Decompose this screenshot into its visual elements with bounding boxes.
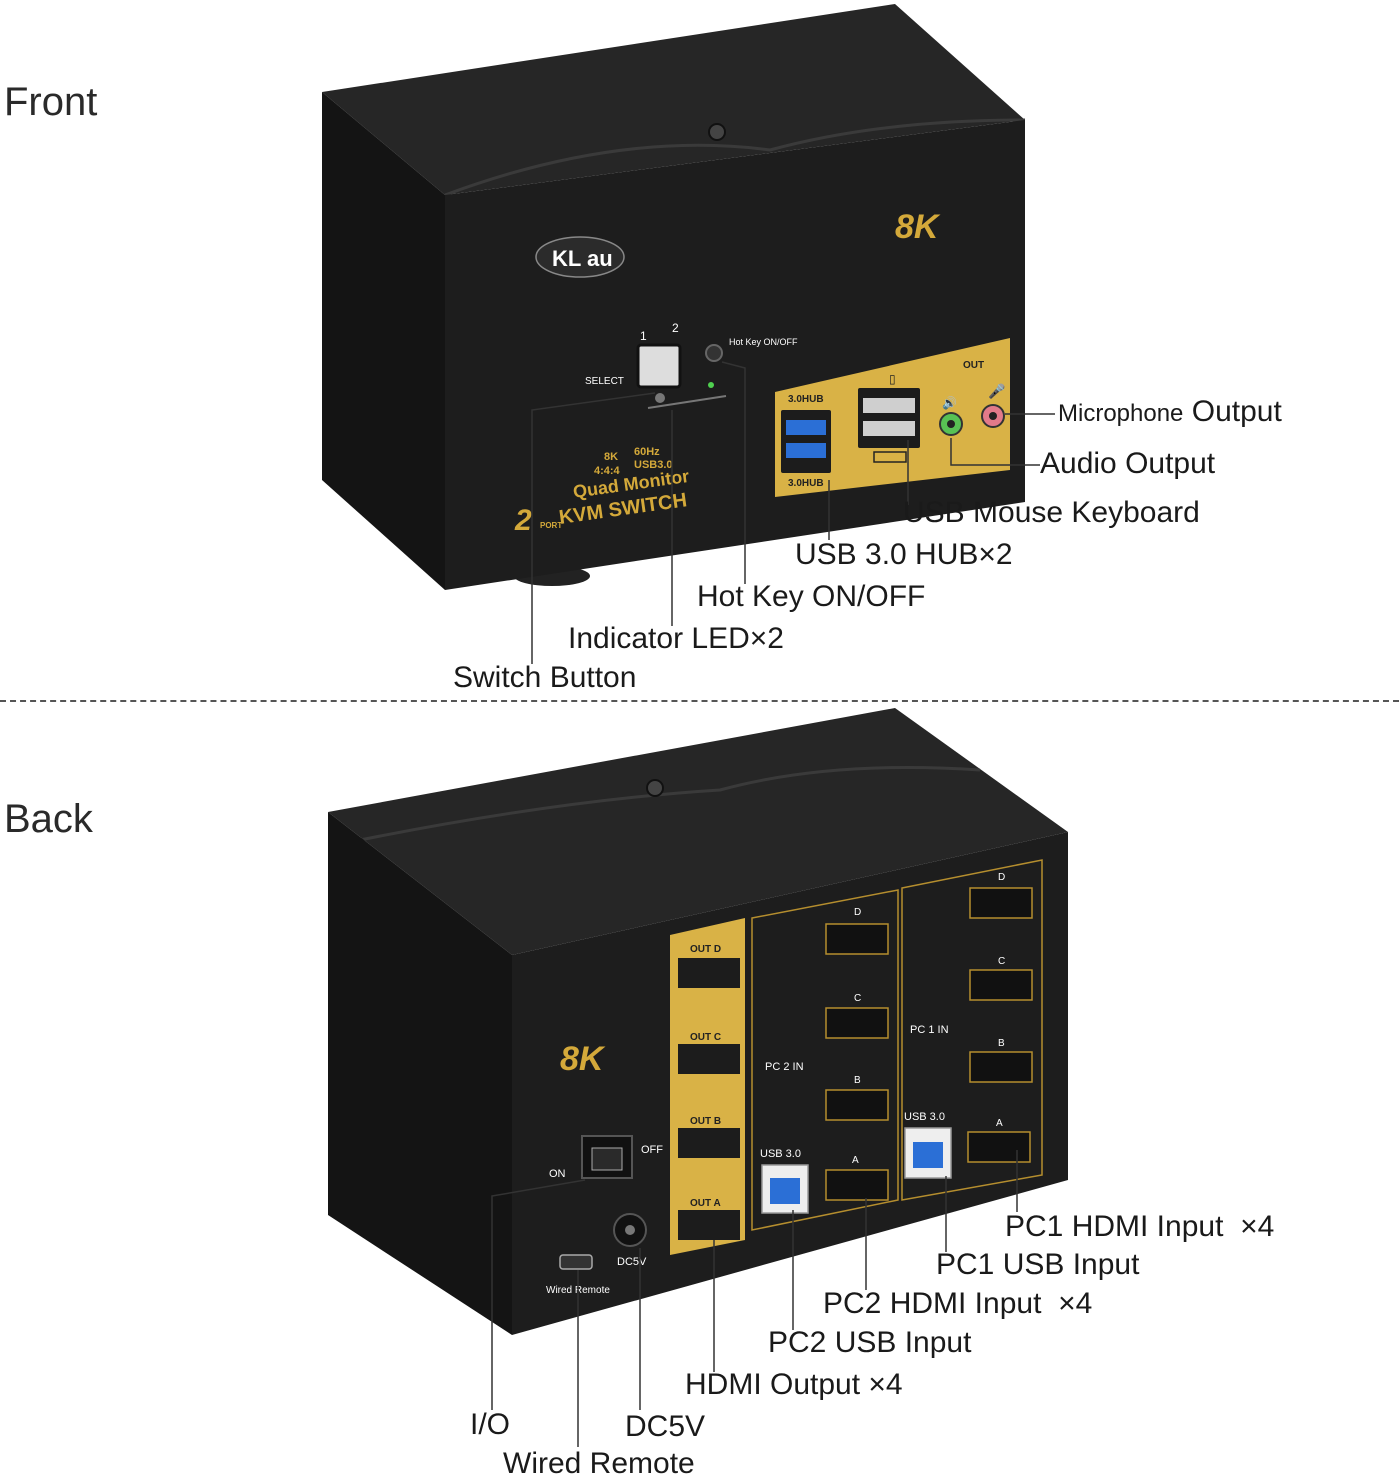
mouse-icon: ▯ bbox=[889, 372, 896, 386]
pc2-hdmi-d[interactable] bbox=[825, 923, 889, 955]
out-c-label: OUT C bbox=[690, 1032, 721, 1043]
pc1-port-c-label: C bbox=[998, 956, 1005, 967]
power-switch[interactable] bbox=[591, 1147, 623, 1171]
port-2-label: 2 bbox=[672, 321, 679, 335]
pc1-group-outline bbox=[901, 859, 1043, 1201]
callout-usb-mouse-keyboard: USB Mouse Keyboard bbox=[903, 496, 1200, 529]
callout-pc1-hdmi: PC1 HDMI Input ×4 bbox=[1005, 1210, 1275, 1243]
pc2-port-d-label: D bbox=[854, 907, 861, 918]
switch-on-label: ON bbox=[549, 1168, 566, 1180]
hdmi-out-b[interactable] bbox=[678, 1128, 740, 1158]
back-section-label: Back bbox=[4, 797, 93, 841]
pc1-hdmi-a[interactable] bbox=[967, 1131, 1031, 1163]
pc1-usb-label: USB 3.0 bbox=[904, 1111, 945, 1123]
keyboard-icon bbox=[873, 451, 907, 463]
usb-hub-top-label: 3.0HUB bbox=[788, 394, 824, 405]
pc2-usb-port[interactable] bbox=[770, 1178, 800, 1204]
out-b-label: OUT B bbox=[690, 1116, 721, 1127]
pc1-in-label: PC 1 IN bbox=[910, 1024, 949, 1036]
spec-usb: USB3.0 bbox=[634, 459, 673, 471]
callout-microphone-output: Microphone Output bbox=[1058, 397, 1282, 427]
hdmi-output-ports: OUT D OUT C OUT B OUT A bbox=[678, 944, 740, 1240]
callout-hotkey: Hot Key ON/OFF bbox=[697, 580, 926, 613]
callout-io: I/O bbox=[470, 1408, 511, 1441]
brand-logo bbox=[535, 236, 625, 278]
pc2-group-outline bbox=[751, 889, 899, 1231]
callout-pc2-usb: PC2 USB Input bbox=[768, 1326, 972, 1359]
out-label: OUT bbox=[963, 360, 984, 371]
pc2-port-c-label: C bbox=[854, 993, 861, 1004]
callout-indicator-led: Indicator LED×2 bbox=[568, 622, 784, 655]
indicator-led-2 bbox=[708, 382, 714, 388]
pc1-hdmi-b[interactable] bbox=[969, 1051, 1033, 1083]
callout-hdmi-output: HDMI Output ×4 bbox=[685, 1368, 903, 1401]
front-section-label: Front bbox=[4, 80, 98, 124]
brand-logo-text: KL au bbox=[552, 246, 613, 271]
callout-microphone-word: Microphone bbox=[1058, 400, 1184, 427]
speaker-icon: 🔊 bbox=[942, 395, 957, 410]
callout-pc2-hdmi: PC2 HDMI Input ×4 bbox=[823, 1287, 1093, 1320]
pc2-hdmi-a[interactable] bbox=[825, 1169, 889, 1201]
select-button[interactable] bbox=[636, 343, 682, 389]
pc2-port-b-label: B bbox=[854, 1075, 861, 1086]
pc1-port-d-label: D bbox=[998, 872, 1005, 883]
pc2-usb-label: USB 3.0 bbox=[760, 1148, 801, 1160]
port-count: 2 bbox=[514, 504, 532, 537]
pc1-port-b-label: B bbox=[998, 1038, 1005, 1049]
usb-mouse-port[interactable] bbox=[863, 398, 915, 413]
spec-444: 4:4:4 bbox=[594, 465, 621, 477]
callout-dc5v: DC5V bbox=[625, 1410, 706, 1443]
wired-remote-port[interactable] bbox=[559, 1254, 593, 1270]
pc1-hdmi-c[interactable] bbox=[969, 969, 1033, 1001]
spec-8k: 8K bbox=[604, 451, 618, 463]
pc2-hdmi-b[interactable] bbox=[825, 1089, 889, 1121]
hdmi-out-a[interactable] bbox=[678, 1210, 740, 1240]
pc1-hdmi-d[interactable] bbox=[969, 887, 1033, 919]
callout-audio-output: Audio Output bbox=[1040, 447, 1216, 480]
front-leader-lines bbox=[531, 361, 1055, 664]
front-8k-badge: 8K bbox=[895, 208, 941, 246]
usb-hub-port-2[interactable] bbox=[786, 443, 826, 458]
callout-switch-button: Switch Button bbox=[453, 661, 637, 694]
port-1-label: 1 bbox=[640, 329, 647, 343]
pc2-port-a-label: A bbox=[852, 1155, 859, 1166]
out-d-label: OUT D bbox=[690, 944, 721, 955]
callout-wired-remote: Wired Remote bbox=[503, 1447, 695, 1480]
hdmi-out-d[interactable] bbox=[678, 958, 740, 988]
usb-hub-port-1[interactable] bbox=[786, 420, 826, 435]
pc2-in-label: PC 2 IN bbox=[765, 1061, 804, 1073]
pc1-usb-port[interactable] bbox=[913, 1142, 943, 1168]
callout-usb-hub: USB 3.0 HUB×2 bbox=[795, 538, 1013, 571]
select-label: SELECT bbox=[585, 376, 624, 387]
dc5v-panel-label: DC5V bbox=[617, 1256, 647, 1268]
usb-hub-bottom-label: 3.0HUB bbox=[788, 478, 824, 489]
back-leader-lines bbox=[491, 1150, 1018, 1447]
microphone-icon: 🎤 bbox=[988, 382, 1006, 400]
indicator-led-1 bbox=[655, 393, 665, 403]
usb-keyboard-port[interactable] bbox=[863, 421, 915, 436]
port-word: PORT bbox=[540, 521, 562, 530]
hotkey-button[interactable] bbox=[705, 344, 723, 362]
hdmi-out-c[interactable] bbox=[678, 1044, 740, 1074]
switch-off-label: OFF bbox=[641, 1144, 663, 1156]
callout-output-word: Output bbox=[1191, 395, 1282, 428]
hotkey-panel-label: Hot Key ON/OFF bbox=[729, 337, 798, 347]
pc1-port-a-label: A bbox=[996, 1118, 1003, 1129]
back-8k-badge: 8K bbox=[560, 1040, 606, 1078]
out-a-label: OUT A bbox=[690, 1198, 721, 1209]
front-device-illustration: KL au 8K 1 2 SELECT Hot Key ON/OFF 8K 60… bbox=[322, 4, 1055, 664]
pc2-hdmi-c[interactable] bbox=[825, 1007, 889, 1039]
section-divider bbox=[0, 700, 1399, 702]
callout-pc1-usb: PC1 USB Input bbox=[936, 1248, 1140, 1281]
hdmi-output-strip bbox=[670, 918, 745, 1255]
spec-60hz: 60Hz bbox=[634, 446, 660, 458]
